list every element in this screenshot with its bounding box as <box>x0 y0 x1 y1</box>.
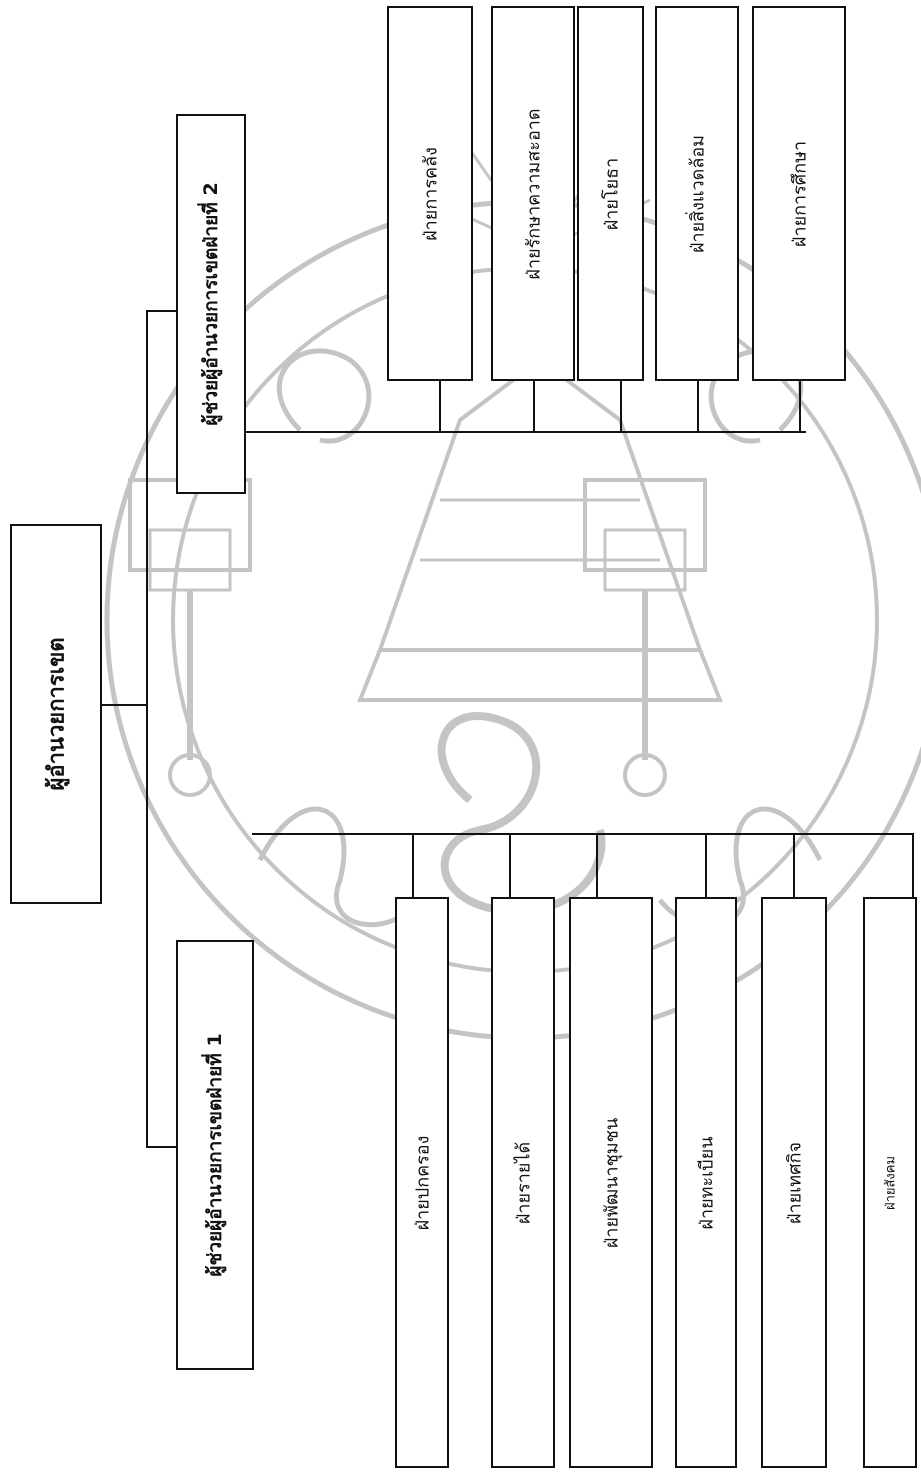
connector-line <box>439 379 441 432</box>
assistant-1-label: ผู้ช่วยผู้อำนวยการเขตฝ่ายที่ 1 <box>200 1033 230 1276</box>
connector-line <box>799 379 801 432</box>
unit-box: ฝ่ายสังคม <box>863 897 917 1468</box>
assistant-2-box: ผู้ช่วยผู้อำนวยการเขตฝ่ายที่ 2 <box>176 114 246 494</box>
connector-line <box>100 704 148 706</box>
unit-label: ฝ่ายทะเบียน <box>692 1136 721 1229</box>
unit-label: ฝ่ายเทศกิจ <box>780 1141 809 1223</box>
unit-label: ฝ่ายสังคม <box>880 1155 901 1209</box>
connector-line <box>244 431 806 433</box>
connector-line <box>912 833 914 899</box>
connector-line <box>697 379 699 432</box>
connector-line <box>509 833 511 899</box>
connector-line <box>252 833 914 835</box>
unit-label: ฝ่ายรักษาความสะอาด <box>519 108 548 279</box>
connector-line <box>146 1146 178 1148</box>
unit-label: ฝ่ายสิ่งแวดล้อม <box>683 134 712 252</box>
unit-box: ฝ่ายพัฒนาชุมชน <box>569 897 653 1468</box>
unit-box: ฝ่ายการคลัง <box>387 6 473 381</box>
unit-label: ฝ่ายปกครอง <box>408 1135 437 1230</box>
director-box: ผู้อำนวยการเขต <box>10 524 102 904</box>
unit-label: ฝ่ายการศึกษา <box>785 140 814 246</box>
connector-line <box>146 706 148 1148</box>
connector-line <box>705 833 707 899</box>
director-label: ผู้อำนวยการเขต <box>39 637 74 790</box>
unit-box: ฝ่ายโยธา <box>577 6 644 381</box>
connector-line <box>793 833 795 899</box>
connector-line <box>533 379 535 432</box>
unit-box: ฝ่ายการศึกษา <box>752 6 846 381</box>
connector-line <box>146 310 178 312</box>
unit-label: ฝ่ายรายได้ <box>509 1141 538 1223</box>
unit-box: ฝ่ายสิ่งแวดล้อม <box>655 6 739 381</box>
unit-box: ฝ่ายรายได้ <box>491 897 555 1468</box>
connector-line <box>620 379 622 432</box>
unit-label: ฝ่ายการคลัง <box>416 147 445 241</box>
unit-box: ฝ่ายทะเบียน <box>675 897 737 1468</box>
connector-line <box>412 833 414 899</box>
unit-label: ฝ่ายพัฒนาชุมชน <box>597 1117 626 1247</box>
connector-line <box>596 833 598 899</box>
unit-box: ฝ่ายเทศกิจ <box>761 897 827 1468</box>
unit-label: ฝ่ายโยธา <box>596 157 625 230</box>
unit-box: ฝ่ายรักษาความสะอาด <box>491 6 575 381</box>
assistant-1-box: ผู้ช่วยผู้อำนวยการเขตฝ่ายที่ 1 <box>176 940 254 1370</box>
assistant-2-label: ผู้ช่วยผู้อำนวยการเขตฝ่ายที่ 2 <box>196 182 226 425</box>
unit-box: ฝ่ายปกครอง <box>395 897 449 1468</box>
